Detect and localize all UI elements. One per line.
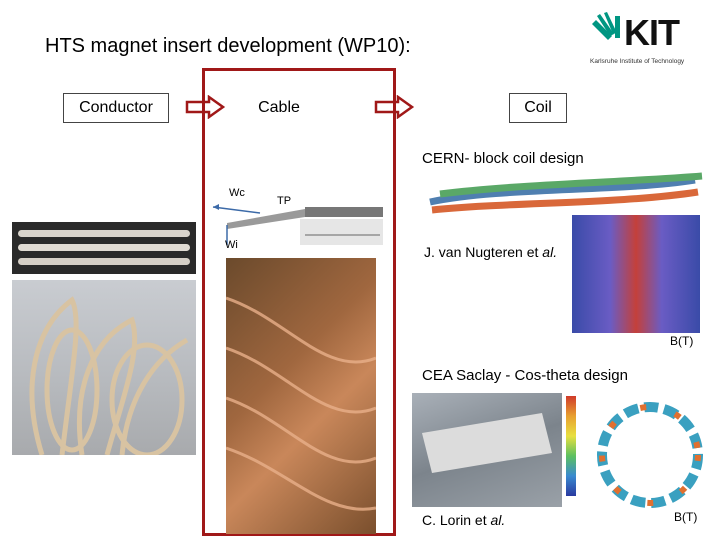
cern-coil-render xyxy=(420,172,710,218)
kit-logo-mark xyxy=(592,12,620,40)
page-title: HTS magnet insert development (WP10): xyxy=(45,35,411,57)
cea-credit-italic: al. xyxy=(490,512,506,528)
cea-field-ring xyxy=(590,395,710,515)
kit-logo-letters: KIT xyxy=(624,12,680,53)
kit-logo-subtitle: Karlsruhe Institute of Technology xyxy=(590,58,685,65)
copper-cable-photo xyxy=(226,258,376,534)
wi-label: Wi xyxy=(225,239,238,251)
tape-strips-photo xyxy=(12,222,196,274)
cern-credit-italic: al. xyxy=(542,244,558,260)
cern-unit-label: B(T) xyxy=(670,334,694,348)
flow-arrow-2 xyxy=(374,95,415,119)
cea-credit: C. Lorin et al. xyxy=(422,512,505,528)
cable-box: Cable xyxy=(238,93,320,123)
cea-colorbar xyxy=(566,396,576,496)
cern-credit-text: J. van Nugteren et xyxy=(424,244,539,260)
wc-label: Wc xyxy=(229,187,245,199)
cea-heading: CEA Saclay - Cos-theta design xyxy=(422,367,628,384)
cern-credit: J. van Nugteren et al. xyxy=(424,244,557,260)
cea-coil-photo xyxy=(412,393,562,507)
cea-credit-text: C. Lorin et xyxy=(422,512,487,528)
kit-logo: KIT Karlsruhe Institute of Technology xyxy=(590,10,710,72)
coiled-tape-photo xyxy=(12,280,196,455)
cern-field-map xyxy=(572,215,700,333)
cea-unit-label: B(T) xyxy=(674,510,698,524)
conductor-box: Conductor xyxy=(63,93,169,123)
tp-label: TP xyxy=(277,195,292,207)
cable-highlight-frame xyxy=(202,68,396,536)
cable-schematic: Wc TP Wi xyxy=(205,185,385,255)
flow-arrow-1 xyxy=(185,95,226,119)
cern-heading: CERN- block coil design xyxy=(422,150,584,167)
coil-box: Coil xyxy=(509,93,567,123)
